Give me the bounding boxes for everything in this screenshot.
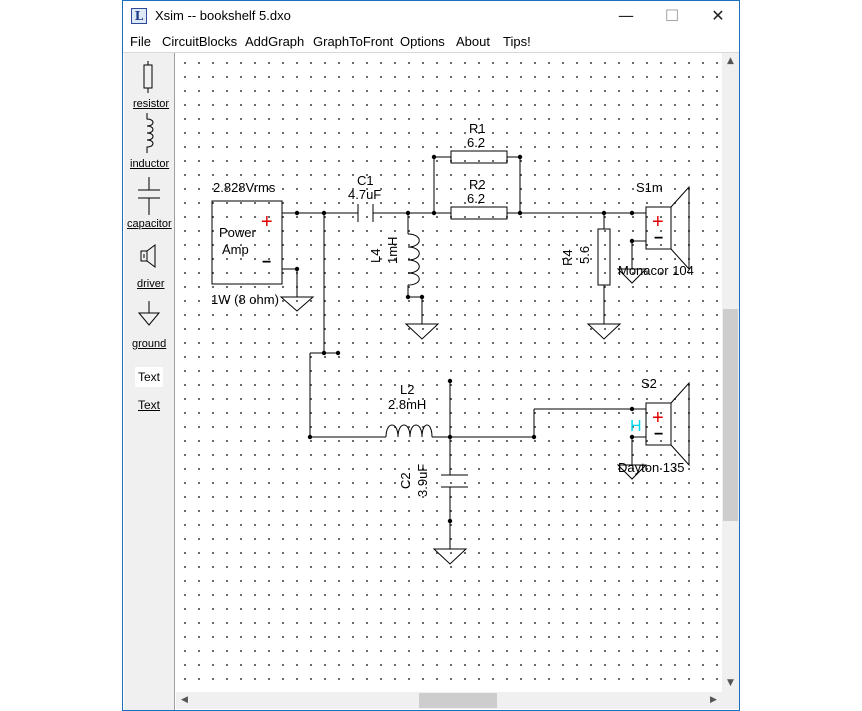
ground-symbol-c2[interactable] bbox=[432, 548, 468, 565]
ground-symbol-l4[interactable] bbox=[404, 323, 440, 340]
scrollbar-corner bbox=[722, 692, 739, 709]
schematic-canvas[interactable]: 2.828Vrms Power Amp + − 1W (8 ohm) C1 4.… bbox=[176, 53, 722, 688]
app-window: L Xsim -- bookshelf 5.dxo — ☐ ✕ File Cir… bbox=[122, 0, 740, 711]
speaker-s1-magnet[interactable] bbox=[645, 206, 672, 250]
c1-name-label: C1 bbox=[357, 173, 374, 188]
scroll-left-arrow-icon[interactable]: ◀ bbox=[181, 695, 188, 705]
menu-about[interactable]: About bbox=[456, 34, 490, 49]
s2-probe-marker[interactable]: H bbox=[630, 418, 642, 435]
s1-minus-sign: − bbox=[654, 230, 663, 247]
palette-ground-label[interactable]: ground bbox=[132, 338, 167, 350]
vertical-scrollbar[interactable]: ▲ ▼ bbox=[722, 53, 739, 692]
r4-body[interactable] bbox=[597, 228, 611, 286]
vertical-scroll-thumb[interactable] bbox=[723, 309, 738, 521]
s2-plus-sign: + bbox=[652, 407, 664, 429]
palette-driver-label[interactable]: driver bbox=[137, 278, 165, 290]
power-amp-minus-sign: − bbox=[262, 254, 271, 271]
menu-options[interactable]: Options bbox=[400, 34, 445, 49]
maximize-button[interactable]: ☐ bbox=[664, 6, 680, 25]
circuit-diagram: 2.828Vrms Power Amp + − 1W (8 ohm) C1 4.… bbox=[211, 121, 694, 565]
resistor-icon[interactable] bbox=[140, 61, 156, 93]
palette-text-label[interactable]: Text bbox=[138, 398, 161, 412]
menu-circuitblocks[interactable]: CircuitBlocks bbox=[162, 34, 238, 49]
horizontal-scroll-thumb[interactable] bbox=[419, 693, 497, 708]
ground-symbol-s2[interactable] bbox=[616, 464, 648, 480]
r1-value-label: 6.2 bbox=[467, 135, 485, 150]
inductor-icon[interactable] bbox=[141, 113, 159, 153]
horizontal-scrollbar[interactable]: ◀ ▶ bbox=[176, 692, 722, 709]
wires bbox=[211, 150, 690, 565]
power-amp-box[interactable] bbox=[211, 200, 283, 285]
l4-name-label: L4 bbox=[368, 249, 383, 263]
scroll-down-arrow-icon[interactable]: ▼ bbox=[727, 678, 734, 688]
speaker-icon[interactable] bbox=[138, 243, 160, 269]
source-power-label: 1W (8 ohm) bbox=[211, 292, 279, 307]
c1-value-label: 4.7uF bbox=[348, 187, 381, 202]
palette-resistor-label[interactable]: resistor bbox=[133, 98, 170, 110]
l4-value-label: 1mH bbox=[385, 237, 400, 264]
palette-text-chip[interactable]: Text bbox=[135, 367, 163, 387]
s1-model-label: Monacor 104 bbox=[618, 263, 694, 278]
power-amp-name-line1: Power bbox=[219, 225, 257, 240]
window-title: Xsim -- bookshelf 5.dxo bbox=[155, 8, 291, 23]
power-amp-plus-sign: + bbox=[261, 211, 273, 233]
title-bar[interactable]: L Xsim -- bookshelf 5.dxo — ☐ ✕ bbox=[123, 1, 739, 32]
r4-value-label: 5.6 bbox=[577, 246, 592, 264]
r1-name-label: R1 bbox=[469, 121, 486, 136]
menu-addgraph[interactable]: AddGraph bbox=[245, 34, 305, 49]
ground-symbol-s1[interactable] bbox=[616, 268, 648, 284]
ground-symbol-r4[interactable] bbox=[586, 323, 622, 340]
app-icon: L bbox=[131, 8, 147, 24]
s1-name-label: S1m bbox=[636, 180, 663, 195]
scroll-right-arrow-icon[interactable]: ▶ bbox=[710, 695, 717, 705]
l2-coil[interactable] bbox=[385, 424, 433, 438]
menu-tips[interactable]: Tips! bbox=[503, 34, 531, 49]
power-amp-name-line2: Amp bbox=[222, 242, 249, 257]
speaker-s2-cone[interactable] bbox=[670, 381, 690, 467]
l2-value-label: 2.8mH bbox=[388, 397, 426, 412]
speaker-s2-magnet[interactable] bbox=[645, 402, 672, 446]
ground-symbol-amp[interactable] bbox=[279, 296, 315, 312]
r2-body[interactable] bbox=[450, 206, 508, 220]
scroll-up-arrow-icon[interactable]: ▲ bbox=[727, 56, 734, 66]
palette-inductor-label[interactable]: inductor bbox=[130, 158, 170, 170]
r4-name-label: R4 bbox=[560, 249, 575, 266]
r2-name-label: R2 bbox=[469, 177, 486, 192]
minimize-button[interactable]: — bbox=[618, 6, 634, 25]
speaker-s1-cone[interactable] bbox=[670, 185, 690, 271]
ground-icon[interactable] bbox=[137, 301, 161, 329]
source-voltage-label: 2.828Vrms bbox=[213, 180, 276, 195]
l4-coil[interactable] bbox=[407, 233, 420, 286]
s1-plus-sign: + bbox=[652, 211, 664, 233]
component-palette: resistor inductor capacitor driver groun… bbox=[124, 53, 175, 710]
capacitor-icon[interactable] bbox=[136, 177, 162, 215]
s2-minus-sign: − bbox=[654, 426, 663, 443]
menu-graphtofront[interactable]: GraphToFront bbox=[313, 34, 394, 49]
r2-value-label: 6.2 bbox=[467, 191, 485, 206]
close-button[interactable]: ✕ bbox=[711, 6, 725, 25]
l2-name-label: L2 bbox=[400, 382, 414, 397]
c2-name-label: C2 bbox=[398, 472, 413, 489]
s2-name-label: S2 bbox=[641, 376, 657, 391]
r1-body[interactable] bbox=[450, 150, 508, 164]
s2-model-label: Dayton 135 bbox=[618, 460, 685, 475]
palette-capacitor-label[interactable]: capacitor bbox=[127, 218, 172, 230]
menu-bar: File CircuitBlocks AddGraph GraphToFront… bbox=[123, 32, 739, 53]
c2-value-label: 3.9uF bbox=[415, 464, 430, 497]
menu-file[interactable]: File bbox=[130, 34, 151, 49]
junction-dots bbox=[294, 154, 635, 524]
